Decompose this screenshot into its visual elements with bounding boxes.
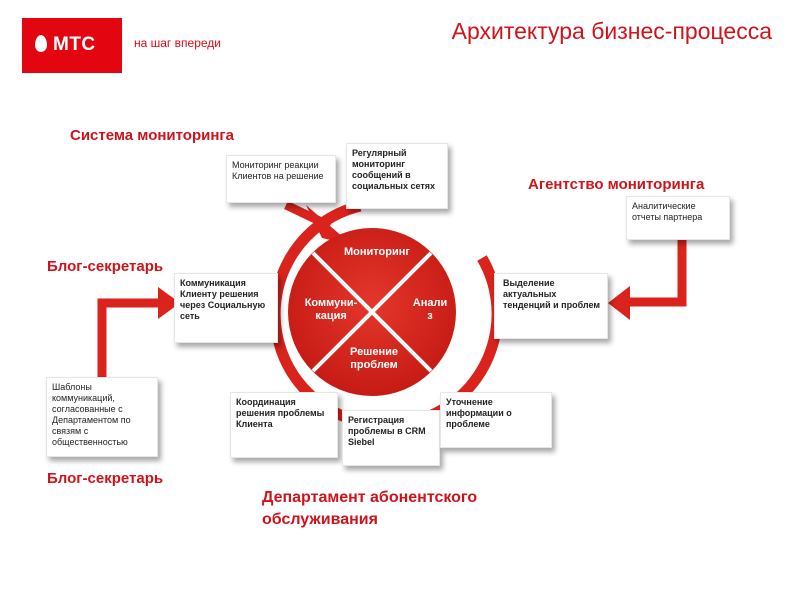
- box-coordination: Координация решения проблемы Клиента: [230, 392, 338, 458]
- label-blog-secretary-bottom: Блог-секретарь: [47, 470, 164, 487]
- mts-logo: МТС: [22, 18, 122, 73]
- box-reaction-monitoring: Мониторинг реакции Клиентов на решение: [226, 155, 336, 203]
- arrow-blog-head: [158, 287, 180, 319]
- box-trends: Выделение актуальных тенденций и проблем: [494, 273, 608, 339]
- arrow-blog: [97, 298, 160, 378]
- label-blog-secretary-top: Блог-секретарь: [47, 258, 164, 275]
- box-communication: Коммуникация Клиенту решения через Социа…: [174, 273, 278, 343]
- box-templates: Шаблоны коммуникаций, согласованные с Де…: [46, 377, 158, 457]
- box-registration: Регистрация проблемы в CRM Siebel: [342, 410, 440, 466]
- segment-analysis: Анали з: [412, 297, 448, 322]
- segment-communication: Коммуни- кация: [304, 297, 358, 322]
- label-monitoring-agency: Агентство мониторинга: [528, 176, 705, 193]
- pie-divider-2: [311, 251, 433, 373]
- logo-text: МТС: [53, 34, 96, 55]
- page-title: Архитектура бизнес-процесса: [451, 18, 772, 44]
- label-monitoring-system: Система мониторинга: [70, 127, 234, 144]
- box-partner-analytics: Аналитические отчеты партнера: [626, 196, 730, 240]
- segment-solution: Решение проблем: [350, 346, 398, 371]
- slogan: на шаг впереди: [134, 36, 221, 50]
- label-department: Департамент абонентского обслуживания: [262, 489, 478, 528]
- box-clarification: Уточнение информации о проблеме: [440, 392, 552, 448]
- arrow-agency: [628, 240, 687, 307]
- egg-icon: [35, 35, 47, 52]
- segment-monitoring: Мониторинг: [344, 246, 410, 258]
- box-regular-monitoring: Регулярный мониторинг сообщений в социал…: [346, 143, 448, 209]
- arrow-agency-head: [608, 286, 630, 320]
